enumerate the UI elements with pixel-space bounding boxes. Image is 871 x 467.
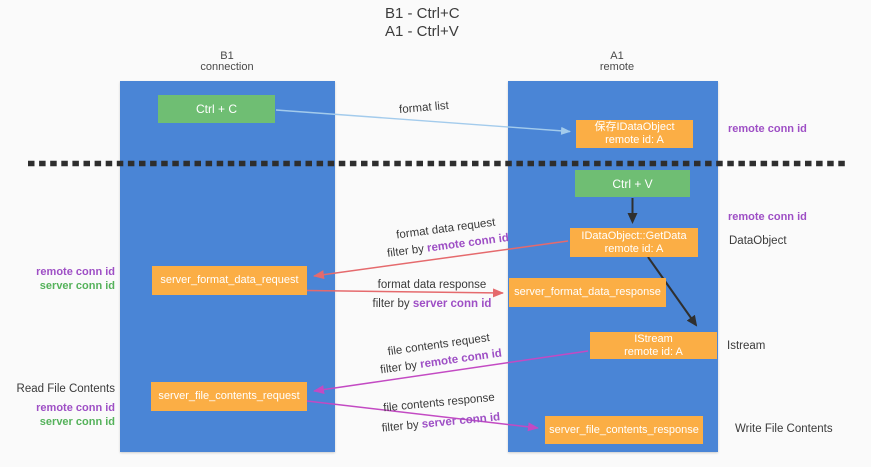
label-format-data-response-filter: filter by server conn id [372,298,492,310]
annotation-remote-conn-id-top: remote conn id [728,123,807,135]
node-istream: IStream remote id: A [590,332,717,359]
server-conn-id-token: server conn id [421,411,501,431]
label-format-data-response-line1: format data response [377,279,487,291]
lane-header-right: A1 remote [547,51,687,73]
annotation-server-conn-id-left-bottom: server conn id [39,415,115,428]
annotation-conn-ids-mid: remote conn id server conn id [5,266,115,293]
node-istream-line1: IStream [634,332,673,345]
label-file-contents-request: file contents request filter by remote c… [376,329,504,380]
label-format-list: format list [398,99,450,117]
lane-left-name: B1 [220,50,234,62]
annotation-read-file-contents: Read File Contents [16,383,115,395]
node-save-dataobject-line1: 保存IDataObject [594,121,675,133]
node-server-format-data-request-label: server_format_data_request [160,274,299,286]
node-ctrl-c-label: Ctrl + C [195,102,237,116]
annotation-remote-conn-id-mid: remote conn id [728,211,807,223]
node-istream-line2: remote id: A [624,345,683,358]
title-line-2: A1 - Ctrl+V [385,23,459,40]
lane-header-left: B1 connection [157,51,297,73]
lane-right-name: A1 [610,50,624,62]
title-line-1: B1 - Ctrl+C [385,5,460,22]
node-getdata-line2: remote id: A [604,242,664,255]
node-getdata: IDataObject::GetData remote id: A [570,228,698,257]
diagram-title: B1 - Ctrl+C A1 - Ctrl+V [385,5,460,41]
node-ctrl-c: Ctrl + C [158,95,275,123]
node-server-file-contents-response-label: server_file_contents_response [549,423,699,436]
label-file-contents-response: file contents response filter by server … [374,387,505,439]
annotation-remote-conn-id-left-mid: remote conn id [36,266,115,278]
annotation-conn-ids-bottom: remote conn id server conn id [5,402,115,429]
node-server-file-contents-request-label: server_file_contents_request [158,390,300,402]
label-format-data-request: format data request filter by remote con… [381,213,512,263]
node-server-format-data-response-label: server_format_data_response [514,286,661,298]
lane-left-role: connection [200,61,254,73]
annotation-dataobject: DataObject [729,235,787,247]
node-save-dataobject-line2: remote id: A [605,134,664,146]
annotation-write-file-contents: Write File Contents [735,423,833,435]
server-conn-id-token: server conn id [412,298,492,310]
node-save-dataobject: 保存IDataObject remote id: A [576,120,693,148]
node-ctrl-v: Ctrl + V [575,170,690,197]
node-getdata-line1: IDataObject::GetData [581,229,687,242]
label-format-data-response: format data response filter by server co… [372,276,492,314]
annotation-server-conn-id-left-mid: server conn id [39,279,115,292]
node-server-file-contents-request: server_file_contents_request [151,382,307,411]
annotation-istream: Istream [727,340,766,352]
annotation-remote-conn-id-left-bottom: remote conn id [36,402,115,414]
node-server-file-contents-response: server_file_contents_response [545,416,703,444]
node-ctrl-v-label: Ctrl + V [612,176,653,191]
lane-right-role: remote [599,61,635,73]
node-server-format-data-request: server_format_data_request [152,266,307,295]
node-server-format-data-response: server_format_data_response [509,278,666,307]
